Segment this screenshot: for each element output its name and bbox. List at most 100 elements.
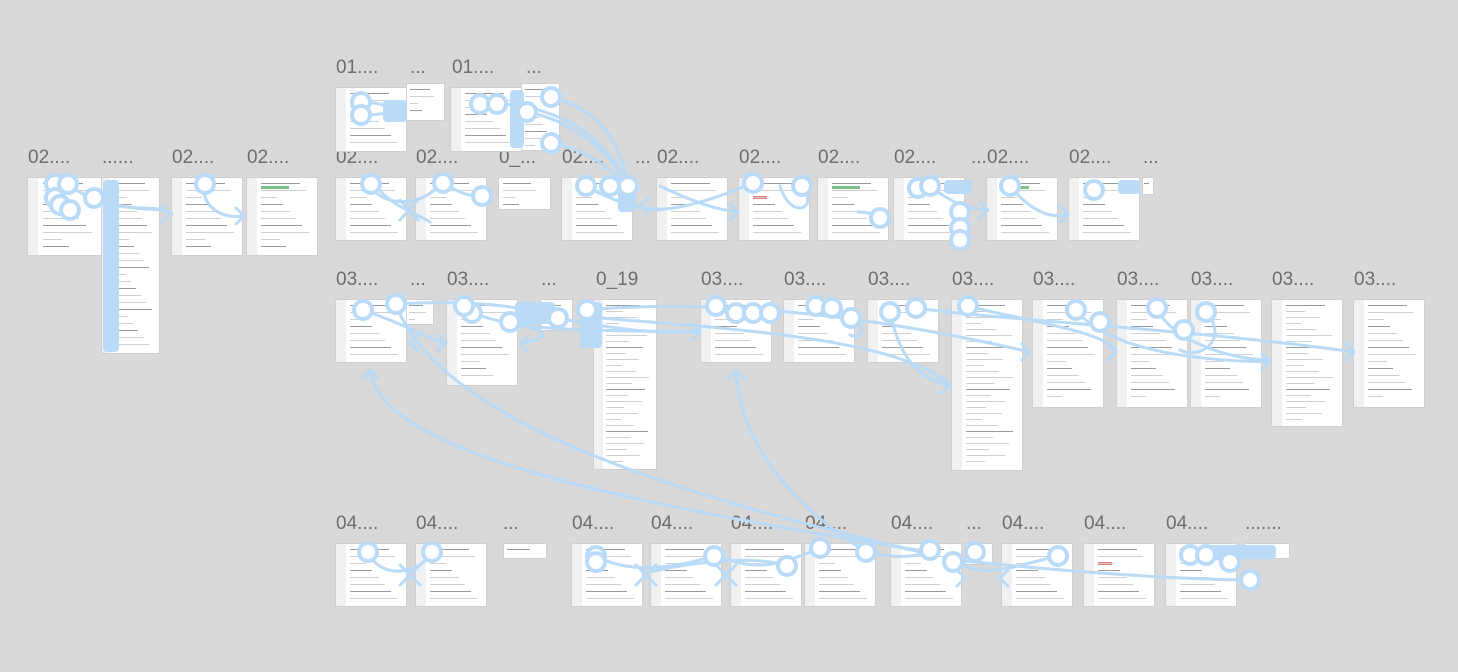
connector-arrow — [360, 367, 380, 380]
frame-label[interactable]: 02.... — [247, 147, 290, 168]
frame-label[interactable]: ... — [541, 269, 557, 290]
frame-thumbnail[interactable] — [987, 178, 1057, 240]
frame-label[interactable]: 04.... — [731, 513, 774, 534]
frame-label[interactable]: ...... — [102, 147, 134, 168]
connector-arrow — [436, 333, 449, 353]
frame-label[interactable]: 03.... — [1272, 269, 1315, 290]
frame-label[interactable]: 04.... — [1166, 513, 1209, 534]
frame-thumbnail[interactable] — [1002, 544, 1072, 606]
frame-thumbnail[interactable] — [868, 300, 938, 362]
frame-label[interactable]: ... — [410, 57, 426, 78]
frame-label[interactable]: 03.... — [952, 269, 995, 290]
connector-arrow — [1260, 352, 1273, 372]
connector-arrow — [940, 375, 953, 395]
frame-thumbnail[interactable] — [447, 300, 517, 385]
frame-label[interactable]: 02.... — [818, 147, 861, 168]
frame-label[interactable]: 03.... — [1354, 269, 1397, 290]
frame-thumbnail[interactable] — [247, 178, 317, 255]
frame-thumbnail[interactable] — [407, 84, 444, 120]
frame-thumbnail[interactable] — [1272, 300, 1342, 426]
frame-label[interactable]: 02.... — [657, 147, 700, 168]
frame-thumbnail[interactable] — [1245, 544, 1289, 558]
frame-thumbnail[interactable] — [651, 544, 721, 606]
frame-label[interactable]: ... — [410, 269, 426, 290]
frame-label[interactable]: 02.... — [28, 147, 71, 168]
frame-label[interactable]: ... — [503, 513, 519, 534]
frame-thumbnail[interactable] — [1143, 178, 1153, 194]
frame-thumbnail[interactable] — [739, 178, 809, 240]
frame-label[interactable]: 0_... — [499, 147, 536, 168]
frame-label[interactable]: 02.... — [1069, 147, 1112, 168]
frame-label[interactable]: 02.... — [336, 147, 379, 168]
frame-thumbnail[interactable] — [952, 300, 1022, 470]
frame-label[interactable]: 02.... — [894, 147, 937, 168]
frame-thumbnail[interactable] — [1166, 544, 1236, 606]
frame-thumbnail[interactable] — [1069, 178, 1139, 240]
frame-label[interactable]: 03.... — [1033, 269, 1076, 290]
frame-thumbnail[interactable] — [891, 544, 961, 606]
frame-thumbnail[interactable] — [416, 544, 486, 606]
frame-label[interactable]: ... — [966, 513, 982, 534]
frame-label[interactable]: ....... — [1245, 513, 1282, 534]
frame-label[interactable]: 03.... — [447, 269, 490, 290]
frame-label[interactable]: 04.... — [1002, 513, 1045, 534]
frame-thumbnail[interactable] — [805, 544, 875, 606]
frame-thumbnail[interactable] — [499, 178, 550, 209]
frame-label[interactable]: 02.... — [562, 147, 605, 168]
frame-thumbnail[interactable] — [594, 300, 656, 469]
frame-thumbnail[interactable] — [1084, 544, 1154, 606]
frame-thumbnail[interactable] — [336, 544, 406, 606]
frame-label[interactable]: 03.... — [784, 269, 827, 290]
frame-thumbnail[interactable] — [28, 178, 101, 255]
frame-thumbnail[interactable] — [562, 178, 632, 240]
frame-label[interactable]: 04.... — [416, 513, 459, 534]
frame-label[interactable]: ... — [635, 147, 651, 168]
frame-label[interactable]: 03.... — [868, 269, 911, 290]
frame-label[interactable]: 03.... — [701, 269, 744, 290]
frame-label[interactable]: 04.... — [1084, 513, 1127, 534]
frame-label[interactable]: 04.... — [891, 513, 934, 534]
frame-label[interactable]: 03.... — [1191, 269, 1234, 290]
frame-label[interactable]: 02.... — [987, 147, 1030, 168]
frame-label[interactable]: 01.... — [336, 57, 379, 78]
frame-label[interactable]: 04.... — [336, 513, 379, 534]
frame-thumbnail[interactable] — [818, 178, 888, 240]
frame-label[interactable]: 04.... — [572, 513, 615, 534]
frame-label[interactable]: 04.... — [805, 513, 848, 534]
frame-thumbnail[interactable] — [1354, 300, 1424, 407]
frame-label[interactable]: 01.... — [452, 57, 495, 78]
frame-label[interactable]: 02.... — [416, 147, 459, 168]
connector-arrow — [728, 202, 741, 222]
frame-thumbnail[interactable] — [416, 178, 486, 240]
frame-label[interactable]: 03.... — [336, 269, 379, 290]
frame-thumbnail[interactable] — [522, 84, 559, 150]
frame-thumbnail[interactable] — [701, 300, 771, 362]
frame-label[interactable]: ... — [971, 147, 987, 168]
frame-thumbnail[interactable] — [894, 178, 964, 240]
frame-label[interactable]: ... — [1143, 147, 1159, 168]
frame-thumbnail[interactable] — [784, 300, 854, 362]
frame-thumbnail[interactable] — [572, 544, 642, 606]
frame-label[interactable]: ... — [526, 57, 542, 78]
frame-thumbnail[interactable] — [336, 178, 406, 240]
frame-thumbnail[interactable] — [504, 544, 546, 558]
frame-thumbnail[interactable] — [172, 178, 242, 255]
frame-thumbnail[interactable] — [731, 544, 801, 606]
frame-thumbnail[interactable] — [541, 300, 572, 330]
frame-thumbnail[interactable] — [102, 178, 159, 353]
frame-thumbnail[interactable] — [336, 88, 406, 151]
frame-thumbnail[interactable] — [451, 88, 521, 151]
frame-label[interactable]: 02.... — [739, 147, 782, 168]
frame-label[interactable]: 03.... — [1117, 269, 1160, 290]
frame-label[interactable]: 04.... — [651, 513, 694, 534]
frame-thumbnail[interactable] — [657, 178, 727, 240]
frame-thumbnail[interactable] — [336, 300, 406, 362]
frame-thumbnail[interactable] — [407, 300, 433, 324]
connector-line — [549, 95, 630, 188]
frame-thumbnail[interactable] — [1117, 300, 1187, 407]
frame-label[interactable]: 0_19 — [596, 269, 639, 290]
frame-thumbnail[interactable] — [966, 544, 992, 564]
frame-label[interactable]: 02.... — [172, 147, 215, 168]
frame-thumbnail[interactable] — [1033, 300, 1103, 407]
frame-thumbnail[interactable] — [1191, 300, 1261, 407]
